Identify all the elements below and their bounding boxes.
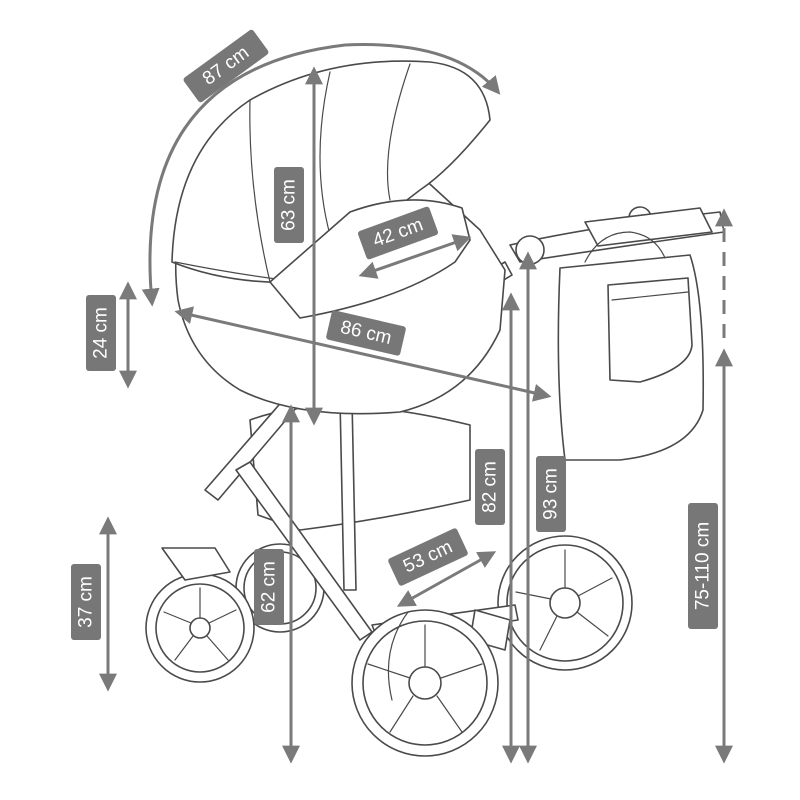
stroller-outline (145, 60, 725, 757)
seat-height-badge: 62 cm (254, 549, 284, 625)
large-wheel (351, 609, 499, 757)
bassinet-depth-label: 24 cm (91, 307, 112, 359)
wheel-diameter-badge: 37 cm (71, 564, 101, 640)
frame-height-badge: 82 cm (475, 449, 505, 525)
total-height-badge: 93 cm (536, 456, 566, 532)
rear-wheel (497, 535, 633, 671)
front-wheel (145, 547, 255, 683)
seat-height-label: 62 cm (259, 561, 280, 613)
handlebar (509, 206, 725, 265)
bassinet-width-line (358, 234, 472, 279)
bassinet-length-badge: 86 cm (326, 310, 406, 356)
canopy-arc-badge: 87 cm (183, 29, 269, 103)
wheelbase-width-badge: 53 cm (388, 528, 468, 586)
changing-bag (557, 231, 705, 461)
handle-height-label: 75-110 cm (693, 522, 714, 610)
handle-height-badge: 75-110 cm (688, 503, 718, 629)
total-height-label: 93 cm (541, 468, 562, 520)
wheel-diameter-label: 37 cm (76, 576, 97, 628)
canopy-height-badge: 63 cm (274, 167, 304, 243)
frame-height-label: 82 cm (480, 461, 501, 513)
wheelbase-width-line (396, 551, 497, 607)
bassinet-length-line (174, 306, 552, 402)
bassinet-depth-badge: 24 cm (86, 295, 116, 371)
canopy-arc-line (141, 43, 501, 307)
canopy-height-label: 63 cm (279, 179, 300, 231)
dimension-lines (99, 43, 733, 764)
